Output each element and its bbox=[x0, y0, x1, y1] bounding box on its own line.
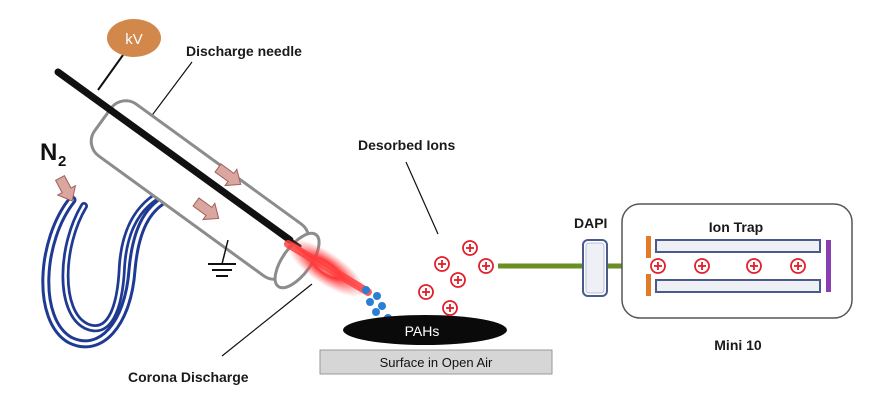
n2-label: N 2 bbox=[40, 139, 66, 170]
mini10-label: Mini 10 bbox=[714, 337, 762, 353]
ion-trap bbox=[646, 236, 831, 296]
ion-icon bbox=[450, 272, 466, 288]
n2-subscript: 2 bbox=[58, 153, 66, 170]
n2-inflow-arrow-icon bbox=[54, 174, 77, 202]
pahs-sample bbox=[343, 315, 507, 345]
end-electrode bbox=[826, 240, 831, 292]
n2-text: N bbox=[40, 139, 57, 166]
ion-icon bbox=[434, 256, 450, 272]
pahs-label: PAHs bbox=[405, 323, 440, 339]
discharge-needle-label: Discharge needle bbox=[186, 43, 302, 59]
discharge-needle bbox=[54, 68, 294, 244]
trapped-ion-icon bbox=[790, 258, 806, 274]
trapped-ion-icon bbox=[650, 258, 666, 274]
kv-source: kV bbox=[97, 19, 161, 91]
ground-icon bbox=[208, 239, 236, 277]
ion-icon bbox=[442, 300, 458, 316]
gas-flow-arrow-icon bbox=[214, 163, 242, 187]
corona-plasma bbox=[284, 239, 372, 297]
ion-icon bbox=[418, 284, 434, 300]
kv-label: kV bbox=[125, 31, 143, 48]
ion-icon bbox=[478, 258, 494, 274]
dapi-label: DAPI bbox=[574, 215, 607, 231]
gas-flow-arrow-icon bbox=[192, 197, 220, 221]
ion-icon bbox=[462, 240, 478, 256]
surface-slab bbox=[319, 349, 553, 375]
corona-discharge-label: Corona Discharge bbox=[128, 369, 249, 385]
surface-label: Surface in Open Air bbox=[380, 355, 493, 370]
desorbed-droplets bbox=[362, 286, 392, 322]
entrance-electrode-bottom bbox=[646, 274, 651, 296]
desorbed-ions-pointer bbox=[405, 161, 439, 235]
n2-gas-line bbox=[41, 182, 184, 349]
discharge-needle-pointer bbox=[149, 61, 193, 119]
trapped-ion-icon bbox=[746, 258, 762, 274]
trapped-ion-icon bbox=[694, 258, 710, 274]
ion-trap-label: Ion Trap bbox=[709, 219, 763, 235]
desorbed-ions-label: Desorbed Ions bbox=[358, 137, 455, 153]
desorbed-ions bbox=[418, 240, 494, 316]
entrance-electrode-top bbox=[646, 236, 651, 258]
corona-discharge-pointer bbox=[221, 283, 313, 357]
